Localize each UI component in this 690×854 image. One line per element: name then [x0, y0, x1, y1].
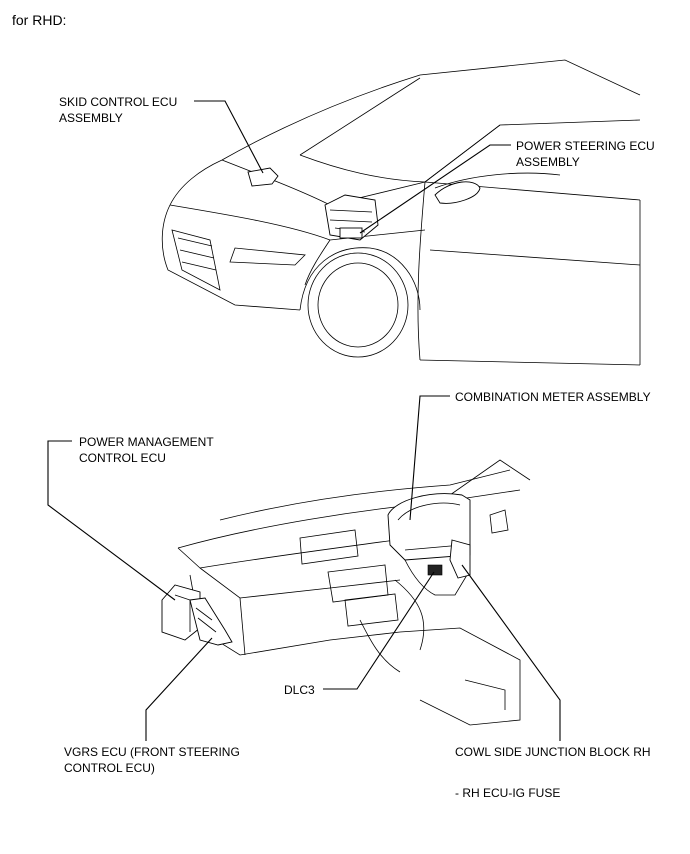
label-skid-control-ecu-line2: ASSEMBLY [59, 111, 123, 125]
label-power-management-line2: CONTROL ECU [79, 451, 166, 465]
label-power-steering-ecu-line2: ASSEMBLY [516, 155, 580, 169]
vgrs-ecu [189, 597, 233, 646]
leader-lines [47, 100, 561, 741]
label-vgrs-ecu: VGRS ECU (FRONT STEERING [64, 745, 240, 759]
label-power-steering-ecu: POWER STEERING ECU [516, 139, 655, 153]
car-illustration [161, 59, 641, 366]
skid-control-ecu [247, 167, 279, 187]
label-combination-meter: COMBINATION METER ASSEMBLY [455, 390, 651, 404]
label-power-management: POWER MANAGEMENT [79, 435, 214, 449]
label-skid-control-ecu: SKID CONTROL ECU [59, 95, 178, 109]
label-fuse-note: - RH ECU-IG FUSE [455, 786, 561, 800]
dashboard-illustration [161, 459, 531, 726]
page-heading: for RHD: [12, 12, 67, 28]
label-vgrs-ecu-line2: CONTROL ECU) [64, 761, 155, 775]
label-dlc3: DLC3 [284, 683, 315, 697]
label-cowl-side-junction-block: COWL SIDE JUNCTION BLOCK RH [455, 745, 651, 759]
